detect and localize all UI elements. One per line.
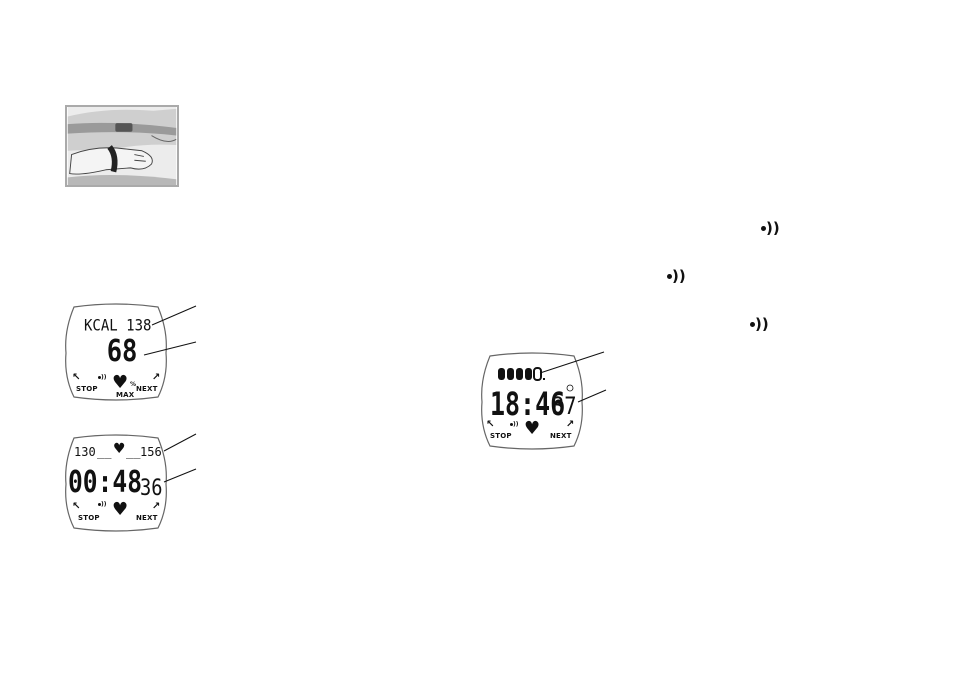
percent-label: % <box>130 381 137 388</box>
calories-readout: KCAL 138 <box>84 316 152 336</box>
clock-icon <box>566 384 574 392</box>
wrist-photo-drawing <box>67 107 177 185</box>
signal-icon: )) <box>510 422 518 428</box>
signal-icon: )) <box>761 221 780 236</box>
arrow-icon-right: ↗ <box>152 372 161 383</box>
watch-face-outline <box>65 434 167 532</box>
max-label: MAX <box>116 391 135 399</box>
watch-display-calories: KCAL 138 68 )) ♥ % MAX ↖ STOP ↗ NEXT <box>64 303 168 401</box>
seconds-value: 36 <box>140 476 163 501</box>
lower-limit-value: 130 <box>74 445 96 459</box>
heart-rate-percent-value: 68 <box>106 334 138 369</box>
exercise-time-value: 00:48 <box>68 465 143 500</box>
watch-display-time-of-day: 18:46 37 )) ♥ ↖ STOP ↗ NEXT <box>480 352 584 450</box>
signal-icon: )) <box>98 502 106 508</box>
signal-icon: )) <box>750 317 769 332</box>
heart-icon: ♥ <box>112 499 129 520</box>
heart-icon: ♥ <box>112 372 129 393</box>
next-button-label: NEXT <box>136 385 158 393</box>
stop-button-label: STOP <box>490 432 512 440</box>
time-of-day-value: 18:46 <box>490 385 566 423</box>
signal-icon: )) <box>667 269 686 284</box>
limit-dash-right: __ <box>126 445 141 459</box>
heart-icon: ♥ <box>524 418 541 439</box>
watch-display-limits: 130 __ ♥ __ 156 00:48 36 )) ♥ ↖ STOP ↗ N… <box>64 434 168 532</box>
signal-icon: )) <box>98 375 106 381</box>
arrow-icon-right: ↗ <box>152 501 161 512</box>
next-button-label: NEXT <box>550 432 572 440</box>
arrow-icon-left: ↖ <box>72 372 81 383</box>
stop-button-label: STOP <box>76 385 98 393</box>
limit-dash-left: __ <box>97 445 112 459</box>
seconds-value: 37 <box>552 392 577 420</box>
arrow-icon-left: ↖ <box>72 501 81 512</box>
zone-bar-icon <box>498 367 574 392</box>
arrow-icon-left: ↖ <box>486 419 495 430</box>
stop-button-label: STOP <box>78 514 100 522</box>
next-button-label: NEXT <box>136 514 158 522</box>
wrist-photo-illustration <box>65 105 179 187</box>
upper-limit-value: 156 <box>140 445 162 459</box>
heart-zone-icon: ♥ <box>113 441 126 457</box>
arrow-icon-right: ↗ <box>566 419 575 430</box>
